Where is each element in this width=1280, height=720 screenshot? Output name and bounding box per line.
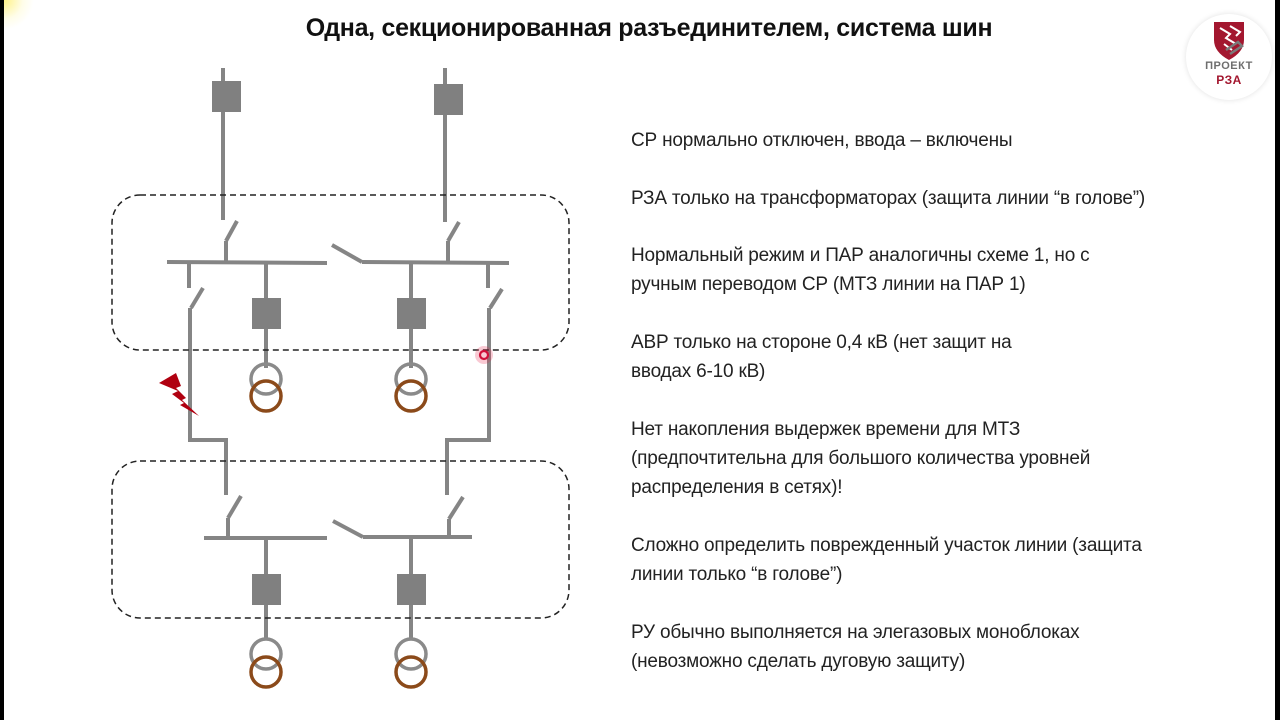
slide: Одна, секционированная разъединителем, с… <box>4 0 1275 720</box>
note-item: СР нормально отключен, ввода – включены <box>631 130 1013 151</box>
breaker-incomer-right <box>434 84 463 115</box>
pointer-dot <box>478 349 490 361</box>
disconnector-blade <box>446 220 461 243</box>
note-item: Нет накопления выдержек времени для МТЗ … <box>631 419 1091 498</box>
transformer-icon <box>394 637 428 689</box>
shield-icon <box>1214 22 1244 60</box>
disconnector-blade <box>226 494 243 520</box>
breaker-incomer-left <box>212 81 241 112</box>
disconnector-blade <box>189 286 205 310</box>
slide-title: Одна, секционированная разъединителем, с… <box>305 14 993 42</box>
note-item: РУ обычно выполняется на элегазовых моно… <box>631 622 1080 672</box>
logo: ПРОЕКТ РЗА <box>1186 14 1272 100</box>
sectioning-disconnector-open <box>331 243 363 264</box>
disconnector-blade <box>447 495 465 521</box>
note-item: Нормальный режим и ПАР аналогичны схеме … <box>631 245 1090 295</box>
breaker-transformer <box>397 574 426 605</box>
breaker-transformer <box>252 574 281 605</box>
pointer-glow <box>475 346 493 364</box>
transformer-icon <box>249 637 283 689</box>
sectioning-disconnector-open <box>332 519 364 539</box>
lower-substation-frame <box>111 460 570 619</box>
breaker-transformer <box>252 298 281 329</box>
single-line-diagram <box>111 68 570 689</box>
transformer-icon <box>249 362 283 413</box>
busbar-section-2 <box>361 260 510 265</box>
disconnector-blade <box>488 287 504 310</box>
fault-lightning-icon <box>159 373 199 416</box>
note-item: АВР только на стороне 0,4 кВ (нет защит … <box>631 332 1012 382</box>
disconnector-blade <box>224 220 239 242</box>
note-item: РЗА только на трансформаторах (защита ли… <box>631 188 1146 209</box>
upper-substation-frame <box>111 194 570 351</box>
logo-text-line1: ПРОЕКТ <box>1205 60 1253 72</box>
breaker-transformer <box>397 298 426 329</box>
transformer-icon <box>394 362 428 413</box>
logo-text-line2: РЗА <box>1216 73 1242 87</box>
busbar-section-1 <box>166 260 328 265</box>
note-item: Сложно определить поврежденный участок л… <box>631 535 1142 585</box>
